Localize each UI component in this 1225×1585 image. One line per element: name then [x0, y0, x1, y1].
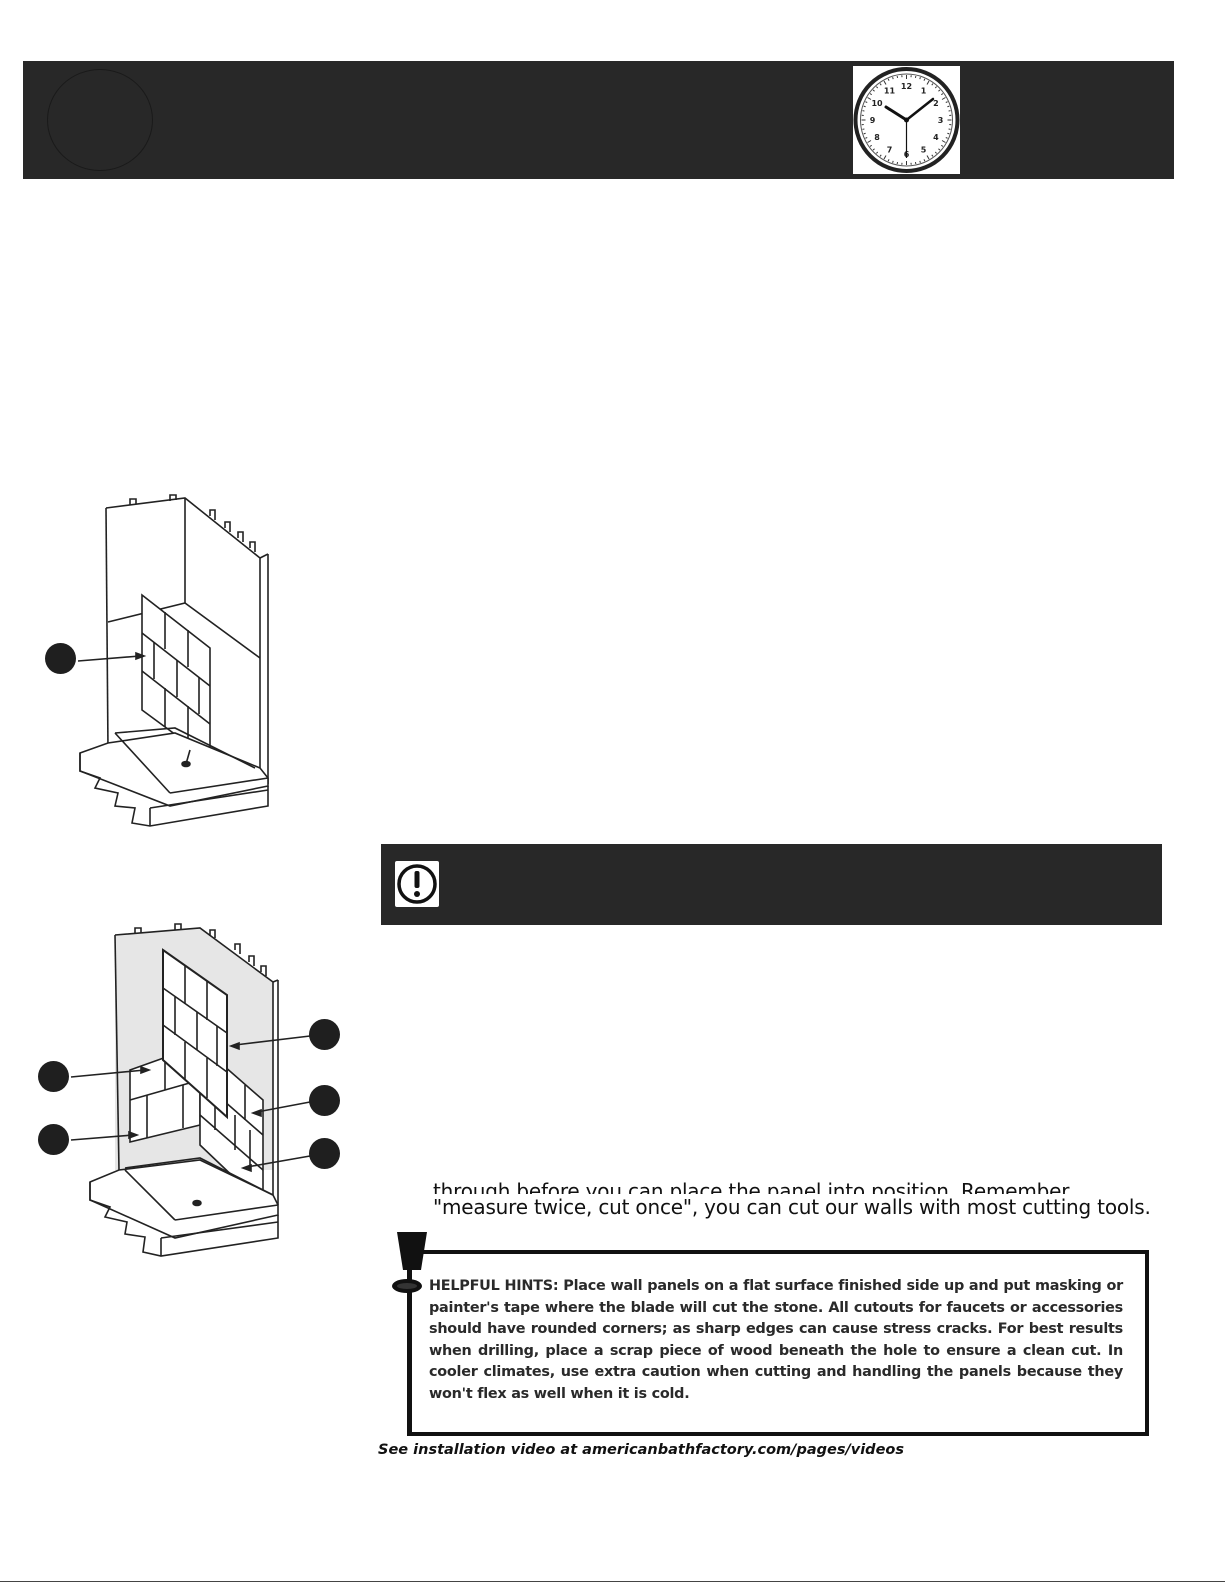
wall-clock-icon: 121234567891011: [853, 66, 960, 174]
clock-numeral: 10: [871, 99, 883, 108]
step-number-circle: [47, 69, 153, 171]
header-bar: [23, 61, 1174, 179]
clock-tick: [926, 155, 930, 160]
callout-marker: [45, 643, 76, 674]
caution-banner: [381, 844, 1162, 925]
clock-tick: [876, 151, 879, 154]
clock-tick: [945, 101, 948, 103]
clock-tick: [867, 140, 872, 143]
clock-numeral: 12: [901, 82, 912, 91]
clock-tick: [883, 80, 887, 85]
callout-marker: [38, 1061, 69, 1092]
clock-numeral: 5: [921, 145, 927, 154]
clock-numeral: 7: [887, 145, 893, 154]
clock-tick: [923, 78, 926, 81]
clock-numeral: 3: [938, 116, 944, 125]
clock-tick: [923, 159, 926, 162]
cutting-instructions: through before you can place the panel i…: [433, 1178, 1153, 1220]
clock-numeral: 11: [884, 87, 896, 96]
clock-tick: [879, 154, 882, 157]
helpful-hints-text: HELPFUL HINTS: Place wall panels on a fl…: [429, 1278, 1123, 1402]
exclamation-mark-icon: [389, 1230, 433, 1298]
callout-marker: [309, 1019, 340, 1050]
cutting-text-line: "measure twice, cut once", you can cut o…: [433, 1195, 1151, 1219]
clock-tick: [931, 154, 934, 157]
clock-numeral: 8: [874, 133, 880, 142]
clock-tick: [865, 101, 868, 103]
installation-video-note: See installation video at americanbathfa…: [378, 1442, 904, 1458]
clock-tick: [931, 83, 934, 86]
clock-tick: [926, 80, 930, 85]
clock-numeral: 1: [921, 87, 927, 96]
clock-tick: [876, 86, 879, 89]
clock-tick: [863, 132, 866, 135]
clock-tick: [938, 148, 941, 151]
clock-tick: [872, 148, 875, 151]
clock-tick: [892, 160, 894, 163]
clock-tick: [872, 89, 875, 92]
clock-tick: [947, 105, 950, 108]
clock-tick: [947, 132, 950, 135]
clock-tick: [887, 78, 890, 81]
clock-numeral: 2: [933, 99, 939, 108]
clock-tick: [869, 144, 873, 147]
clock-tick: [941, 140, 946, 143]
clock-tick: [869, 93, 873, 96]
cutting-text-partial-line: through before you can place the panel i…: [433, 1179, 1070, 1194]
clock-tick: [919, 77, 921, 80]
clock-tick: [940, 144, 944, 147]
clock-tick: [892, 77, 894, 80]
clock-tick: [919, 160, 921, 163]
helpful-hints-box: [407, 1250, 1149, 1436]
callout-marker: [309, 1138, 340, 1169]
clock-tick: [941, 97, 946, 100]
exclamation-circle-icon: [395, 861, 439, 907]
clock-tick: [879, 83, 882, 86]
clock-tick: [934, 151, 937, 154]
clock-tick: [887, 159, 890, 162]
clock-tick: [945, 137, 948, 139]
bottom-rule: [0, 1581, 1225, 1582]
clock-tick: [865, 137, 868, 139]
clock-numeral: 4: [933, 133, 939, 142]
shower-side-wall-panels-illustration: [35, 920, 345, 1270]
clock-tick: [883, 155, 887, 160]
callout-marker: [309, 1085, 340, 1116]
clock-tick: [934, 86, 937, 89]
clock-tick: [940, 93, 944, 96]
clock-tick: [938, 89, 941, 92]
clock-tick: [867, 97, 872, 100]
clock-tick: [863, 105, 866, 108]
clock-numeral: 9: [870, 116, 876, 125]
callout-marker: [38, 1124, 69, 1155]
shower-back-wall-panel-illustration: [40, 488, 280, 833]
